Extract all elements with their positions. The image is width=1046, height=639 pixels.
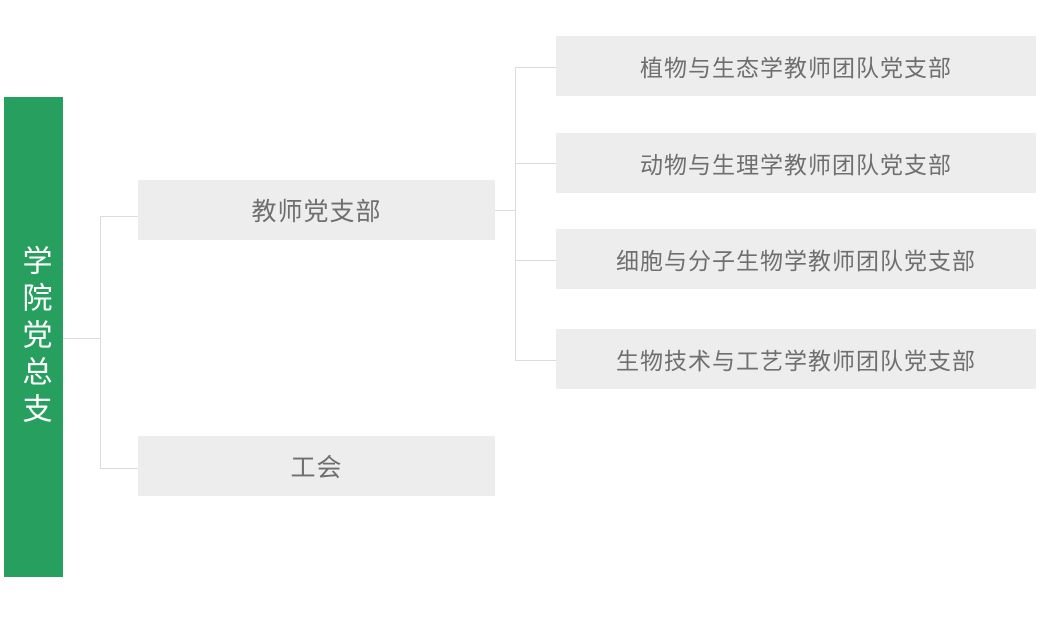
node-cell-molecular-branch[interactable]: 细胞与分子生物学教师团队党支部 — [556, 229, 1036, 289]
node-labor-union-label: 工会 — [290, 454, 343, 482]
node-root-label: 学院党总支 — [17, 244, 51, 430]
node-labor-union[interactable]: 工会 — [138, 436, 495, 496]
node-cell-molecular-branch-label: 细胞与分子生物学教师团队党支部 — [616, 248, 976, 274]
node-plant-ecology-branch[interactable]: 植物与生态学教师团队党支部 — [556, 36, 1036, 96]
node-teacher-party-branch[interactable]: 教师党支部 — [138, 180, 495, 240]
node-teacher-party-branch-label: 教师党支部 — [251, 198, 382, 226]
connector-left-trunk — [100, 216, 101, 469]
node-biotech-technology-branch[interactable]: 生物技术与工艺学教师团队党支部 — [556, 329, 1036, 389]
node-animal-physiology-branch[interactable]: 动物与生理学教师团队党支部 — [556, 133, 1036, 193]
connector-to-biotech-technology — [515, 360, 557, 361]
node-animal-physiology-branch-label: 动物与生理学教师团队党支部 — [640, 152, 952, 178]
connector-root-stub — [63, 338, 101, 339]
connector-to-labor-union — [100, 468, 139, 469]
connector-to-cell-molecular — [515, 260, 557, 261]
connector-to-animal-physiology — [515, 163, 557, 164]
node-plant-ecology-branch-label: 植物与生态学教师团队党支部 — [640, 55, 952, 81]
connector-right-trunk — [515, 67, 516, 361]
connector-to-teacher-branch — [100, 216, 139, 217]
node-root-party-general-branch[interactable]: 学院党总支 — [4, 97, 63, 577]
connector-teacher-stub — [495, 210, 516, 211]
node-biotech-technology-branch-label: 生物技术与工艺学教师团队党支部 — [616, 348, 976, 374]
connector-to-plant-ecology — [515, 67, 557, 68]
